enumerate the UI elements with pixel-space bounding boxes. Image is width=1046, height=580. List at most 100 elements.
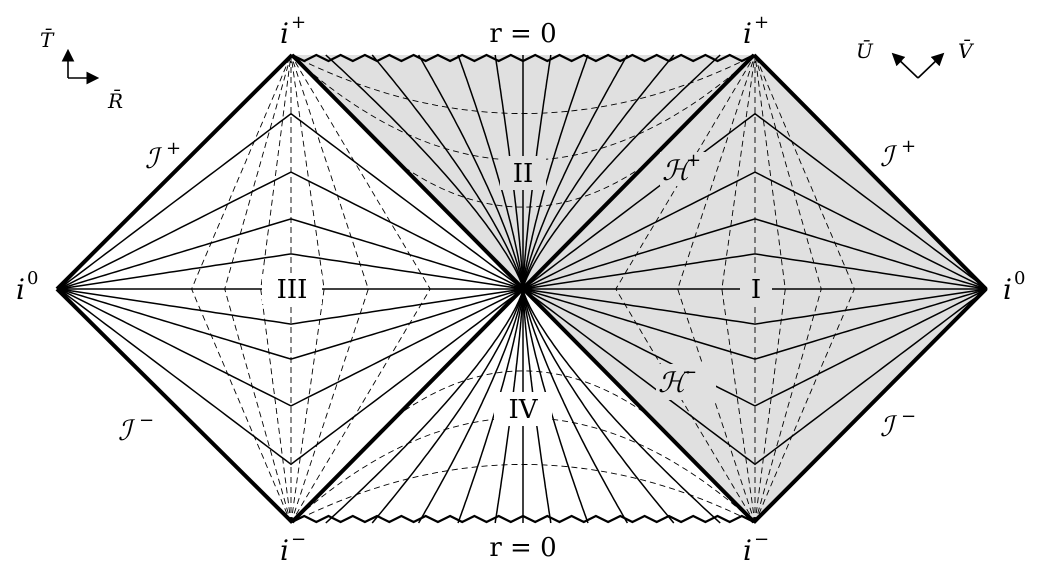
region-III-time-slice-9 xyxy=(58,112,524,290)
region-III-radius-curve-1 xyxy=(290,54,369,524)
region-IV-radial-line-0 xyxy=(325,288,524,524)
scri-minus-right-line xyxy=(752,287,988,524)
i-minus-left: i − xyxy=(280,529,306,567)
region-I-radius-curve-6 xyxy=(754,54,855,524)
scri-minus-left-line xyxy=(55,287,294,524)
region-II-radial-line-7 xyxy=(522,54,589,290)
horizon-future-sup: + xyxy=(686,150,701,171)
i-zero-left-sup: 0 xyxy=(27,268,38,289)
region-II-radial-line-0 xyxy=(325,54,524,290)
horizon-past-sup: − xyxy=(682,362,697,383)
i-plus-left-base: i xyxy=(280,17,289,50)
scri-minus-right: ℐ − xyxy=(880,406,916,443)
i-zero-right-sup: 0 xyxy=(1014,268,1025,289)
region-IV-radial-line-8 xyxy=(522,288,629,524)
label-bg-I xyxy=(740,274,772,304)
region-III-time-slice-6 xyxy=(58,253,524,290)
region-label-IV: IV xyxy=(508,395,538,425)
scri-plus-right-base: ℐ xyxy=(880,140,898,173)
i-minus-left-base: i xyxy=(280,534,289,567)
i-plus-left: i + xyxy=(280,12,306,50)
scri-plus-right-line xyxy=(752,53,988,291)
singularity-bottom xyxy=(291,514,755,524)
label-bg-Hminus xyxy=(656,364,716,400)
scri-minus-right-sup: − xyxy=(901,406,916,427)
region-IV-radial-line-1 xyxy=(371,288,524,524)
region-I-radius-curve-0 xyxy=(615,54,756,524)
scri-minus-left-sup: − xyxy=(139,410,154,431)
horizon-line-b xyxy=(290,53,756,524)
i-zero-right: i 0 xyxy=(1003,268,1025,306)
scri-plus-left-base: ℐ xyxy=(145,142,163,175)
r0-bottom-label: r = 0 xyxy=(489,533,556,563)
region-II-radial-line-3 xyxy=(457,54,524,290)
region-label-I: I xyxy=(751,275,761,305)
horizon-past: ℋ − xyxy=(658,362,697,399)
region-I-time-slice-6 xyxy=(522,253,988,290)
scri-plus-right: ℐ + xyxy=(880,136,916,173)
region-II-radial-line-8 xyxy=(522,54,629,290)
scri-plus-right-sup: + xyxy=(901,136,916,157)
region-label-III: III xyxy=(277,275,308,305)
region-II-radial-line-1 xyxy=(371,54,524,290)
t-axis-label: T̄ xyxy=(40,27,55,52)
i-minus-right-sup: − xyxy=(754,529,769,550)
horizon-future-base: ℋ xyxy=(662,154,694,187)
scri-plus-left-sup: + xyxy=(166,138,181,159)
region-II-radius-curve-2 xyxy=(290,54,756,114)
r-axis-label: R̄ xyxy=(107,88,123,113)
region-I-time-slice-2 xyxy=(522,288,988,407)
region-II-radial-line-10 xyxy=(522,54,721,290)
region-III-radius-curve-0 xyxy=(290,54,431,524)
region-III-time-slice-4 xyxy=(58,288,524,325)
region-II-radial-line-2 xyxy=(417,54,524,290)
label-bg-II xyxy=(500,156,546,190)
horizon-future: ℋ + xyxy=(662,150,701,187)
region-label-II: II xyxy=(513,159,534,189)
v-axis-arrow xyxy=(917,52,945,79)
tr-axes xyxy=(61,48,100,85)
i-zero-left: i 0 xyxy=(16,268,38,306)
region-I-time-slice-4 xyxy=(522,288,988,325)
label-bg-III xyxy=(262,274,322,304)
i-plus-left-sup: + xyxy=(291,12,306,33)
u-axis-arrow xyxy=(891,52,919,79)
uv-axes xyxy=(891,52,945,79)
i-plus-right: i + xyxy=(743,12,769,50)
scri-plus-left-line xyxy=(55,53,294,291)
region-I-radius-curve-1 xyxy=(677,54,756,524)
region-I-time-slice-9 xyxy=(522,112,988,290)
u-axis-label: Ū xyxy=(856,39,874,63)
i-minus-right-base: i xyxy=(743,534,752,567)
region-III-radius-curve-4 xyxy=(260,54,292,524)
i-minus-left-sup: − xyxy=(291,529,306,550)
region-II-radial-line-9 xyxy=(522,54,675,290)
region-IV-radius-curve-2 xyxy=(290,464,756,524)
region-III-time-slice-2 xyxy=(58,288,524,407)
region-III-time-slice-1 xyxy=(58,288,524,466)
horizon-past-base: ℋ xyxy=(658,366,690,399)
region-I-radius-curve-2 xyxy=(721,54,756,524)
i-zero-left-base: i xyxy=(16,273,25,306)
singularity-top xyxy=(291,53,755,63)
region-III-radius-curve-6 xyxy=(191,54,292,524)
region-III-radius-curve-5 xyxy=(224,54,292,524)
scri-minus-right-base: ℐ xyxy=(880,410,898,443)
region-I-radius-curve-5 xyxy=(754,54,822,524)
region-I-time-slice-1 xyxy=(522,288,988,466)
boundary xyxy=(55,53,988,524)
i-plus-right-base: i xyxy=(743,17,752,50)
i-zero-right-base: i xyxy=(1003,273,1012,306)
region-IV-radial-line-10 xyxy=(522,288,721,524)
region-IV-radial-line-9 xyxy=(522,288,675,524)
i-plus-right-sup: + xyxy=(754,12,769,33)
label-bg-Hplus xyxy=(660,152,708,186)
i-minus-right: i − xyxy=(743,529,769,567)
v-axis-label: V̄ xyxy=(958,38,975,63)
region-I-radius-curve-4 xyxy=(754,54,786,524)
region-III-radius-curve-2 xyxy=(290,54,325,524)
region-IV-radial-line-2 xyxy=(417,288,524,524)
scri-minus-left-base: ℐ xyxy=(118,414,136,447)
